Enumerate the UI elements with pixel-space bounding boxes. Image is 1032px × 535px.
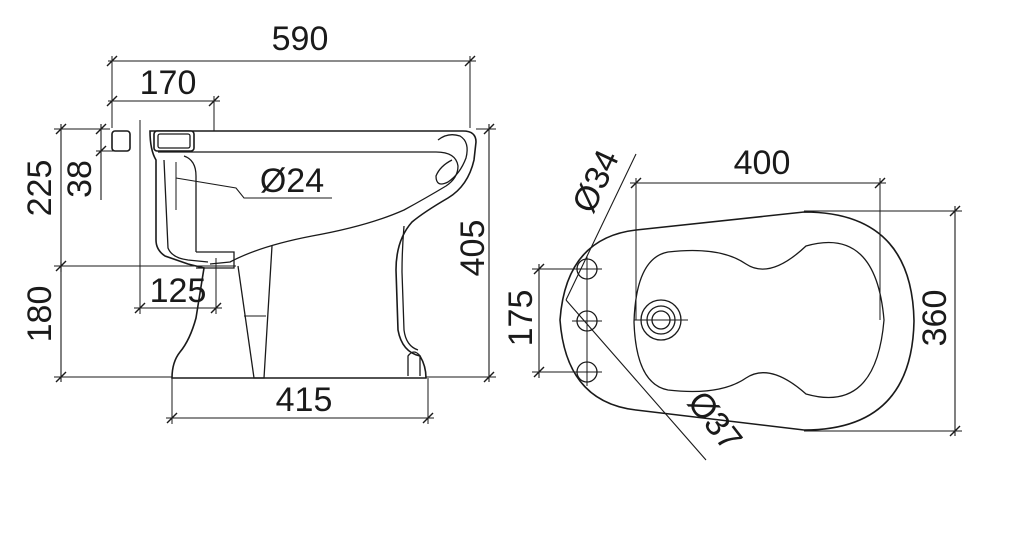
dim-38-tick	[95, 123, 107, 135]
dim-175-tick	[533, 263, 545, 275]
dim-d24-label: Ø24	[260, 162, 324, 200]
dim-590-tick	[464, 55, 476, 67]
dim-590-label: 590	[272, 20, 329, 58]
dim-415-tick	[422, 412, 434, 424]
dim-180-label: 180	[21, 286, 59, 343]
dim-175-tick	[533, 366, 545, 378]
dim-d37-leader	[565, 299, 707, 461]
dim-405-tick	[483, 371, 495, 383]
dim-400-tick	[874, 177, 886, 189]
side-rear-foot-slot	[407, 351, 421, 376]
dim-175-label: 175	[502, 290, 540, 347]
dim-d34-leader	[565, 153, 637, 301]
side-fixing-block	[153, 130, 195, 152]
dim-225-label: 225	[21, 160, 59, 217]
dim-360-tick	[949, 425, 961, 437]
top-outer-outline	[559, 211, 915, 431]
side-outlet-cone	[237, 245, 273, 379]
dim-125-tick	[134, 302, 146, 314]
dim-405-label: 405	[454, 220, 492, 277]
dim-415-tick	[166, 412, 178, 424]
dim-170-label: 170	[140, 64, 197, 102]
top-inner-bowl	[633, 241, 885, 399]
dim-360-label: 360	[916, 290, 954, 347]
dim-170-tick	[208, 95, 220, 107]
top-view: 400 Ø34 Ø37 175 360	[502, 144, 962, 461]
dim-125-label: 125	[150, 272, 207, 310]
side-fixing-block-inner	[157, 133, 191, 149]
dim-d34-label: Ø34	[565, 144, 627, 218]
side-foot-inner	[401, 225, 419, 351]
dim-d24-leader	[175, 177, 332, 199]
dim-38-tick	[95, 145, 107, 157]
side-trapway-wall	[163, 159, 209, 263]
side-outlet-neck	[196, 251, 235, 269]
side-trapway-wall-2	[183, 155, 197, 252]
side-bowl-inner-line	[158, 151, 459, 265]
dim-590-tick	[106, 55, 118, 67]
dim-400-label: 400	[734, 144, 791, 182]
dim-405-tick	[483, 123, 495, 135]
side-rim-curl	[435, 134, 468, 185]
dim-225-tick	[55, 123, 67, 135]
dim-170-tick	[106, 95, 118, 107]
dim-180-tick	[55, 371, 67, 383]
dim-125-tick	[210, 302, 222, 314]
side-view: 590 170 225 38 Ø24 125 180 405	[21, 20, 496, 424]
dim-415-label: 415	[276, 381, 333, 419]
dim-400-tick	[630, 177, 642, 189]
dim-38-label: 38	[61, 160, 99, 198]
dim-360-tick	[949, 205, 961, 217]
side-rim-block-small	[111, 130, 131, 152]
